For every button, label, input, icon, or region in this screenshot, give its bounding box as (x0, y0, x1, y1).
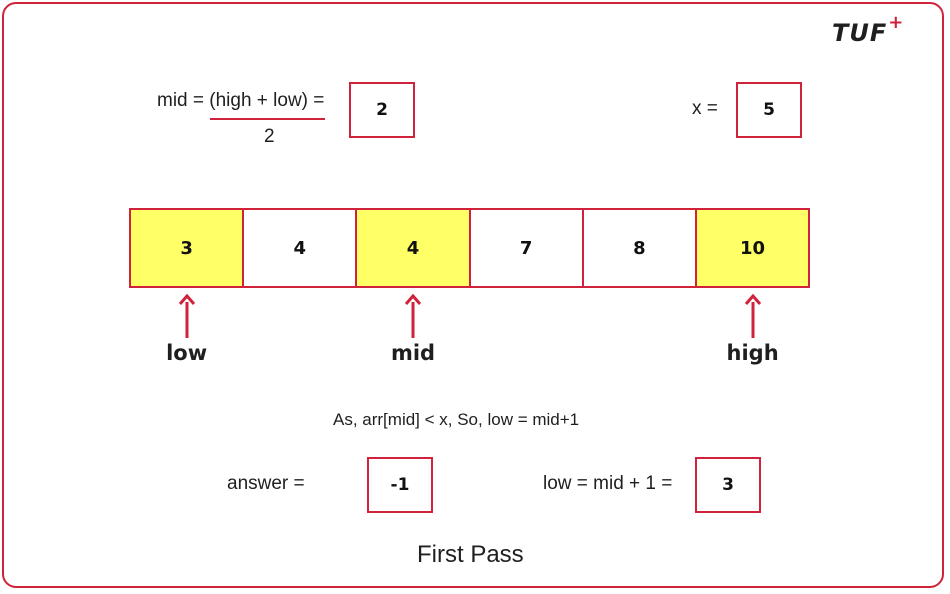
array-cell-2: 4 (355, 208, 471, 288)
explanation-text: As, arr[mid] < x, So, low = mid+1 (333, 410, 580, 429)
pointer-label-mid: mid (390, 341, 436, 365)
low-update-value: 3 (722, 475, 734, 495)
mid-value: 2 (376, 100, 388, 120)
array-cell-5: 10 (694, 208, 811, 288)
mid-formula-numerator: mid = (high + low) = (157, 90, 325, 111)
answer-label: answer = (227, 473, 305, 494)
tuf-logo: TUF+ (832, 12, 904, 47)
caption: First Pass (417, 541, 524, 568)
answer-value-box: -1 (367, 457, 433, 513)
array-cell-4: 8 (581, 208, 697, 288)
pointer-label-high: high (726, 341, 779, 365)
mid-formula-denominator: 2 (264, 126, 275, 147)
array-cell-0: 3 (129, 208, 245, 288)
target-value-box: 5 (736, 82, 802, 138)
up-arrow-icon (744, 294, 761, 338)
target-value: 5 (763, 100, 775, 120)
low-update-label: low = mid + 1 = (543, 473, 673, 494)
diagram-frame (2, 2, 944, 588)
fraction-line (210, 118, 325, 120)
logo-plus: + (888, 12, 905, 33)
mid-value-box: 2 (349, 82, 415, 138)
logo-text: TUF (832, 19, 888, 47)
target-label: x = (692, 98, 718, 119)
array-cell-3: 7 (468, 208, 584, 288)
low-update-value-box: 3 (695, 457, 761, 513)
up-arrow-icon (404, 294, 422, 338)
pointer-label-low: low (166, 341, 208, 365)
array-cell-1: 4 (242, 208, 358, 288)
up-arrow-icon (178, 294, 195, 338)
answer-value: -1 (390, 475, 410, 495)
